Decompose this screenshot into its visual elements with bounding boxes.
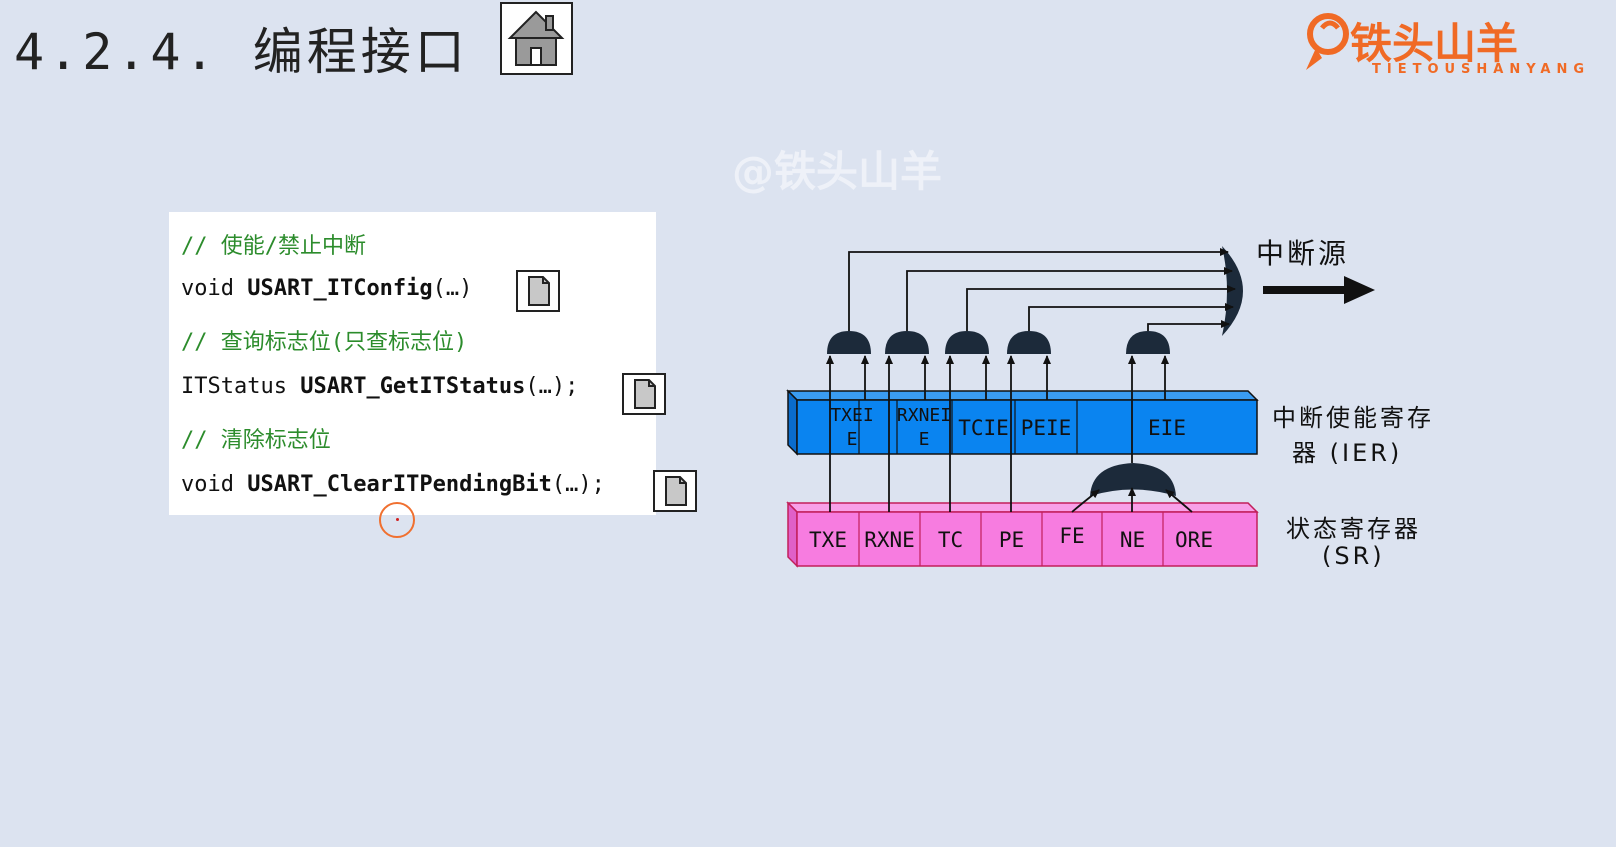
document-icon bbox=[634, 379, 656, 409]
sr-cell-fe: FE bbox=[1059, 524, 1085, 548]
output-arrow bbox=[1263, 276, 1375, 304]
document-icon bbox=[665, 476, 687, 506]
func-get-status: USART_GetITStatus bbox=[300, 374, 526, 399]
doc-button-it-config[interactable] bbox=[516, 270, 560, 312]
goat-logo-icon bbox=[1306, 13, 1349, 70]
sr-cell-tc: TC bbox=[937, 528, 964, 552]
code-clear-pending: void USART_ClearITPendingBit(…); bbox=[181, 472, 605, 497]
sr-cell-ore: ORE bbox=[1175, 528, 1213, 552]
func-clear-pending: USART_ClearITPendingBit bbox=[247, 472, 552, 497]
page-title: 4.2.4. 编程接口 bbox=[14, 23, 469, 81]
sr-cell-rxne: RXNE bbox=[864, 528, 915, 552]
mouse-cursor-indicator bbox=[379, 502, 415, 538]
sr-cell-ne: NE bbox=[1119, 528, 1146, 552]
home-icon bbox=[507, 10, 565, 66]
code-it-config: void USART_ITConfig(…) bbox=[181, 276, 472, 301]
doc-button-clear-pending[interactable] bbox=[653, 470, 697, 512]
and-gates bbox=[827, 331, 1170, 354]
ier-cell-tcie: TCIE bbox=[958, 416, 1009, 440]
comment-enable: // 使能/禁止中断 bbox=[181, 234, 366, 259]
brand-logo: 铁头山羊 TIETOUSHANYANG bbox=[1302, 8, 1602, 80]
sr-cell-pe: PE bbox=[998, 528, 1025, 552]
sr-label-line2: (SR) bbox=[1322, 542, 1385, 570]
code-keyword: void bbox=[181, 276, 248, 301]
comment-query: // 查询标志位(只查标志位) bbox=[181, 330, 468, 355]
code-type: ITStatus bbox=[181, 374, 301, 399]
code-args: (…) bbox=[432, 276, 473, 301]
document-icon bbox=[528, 276, 550, 306]
brand-name: 铁头山羊 bbox=[1350, 19, 1519, 68]
sr-label-line1: 状态寄存器 bbox=[1286, 515, 1421, 543]
ier-label-line2: 器 (IER) bbox=[1292, 439, 1403, 467]
code-panel: // 使能/禁止中断 void USART_ITConfig(…) // 查询标… bbox=[169, 212, 656, 515]
code-get-status: ITStatus USART_GetITStatus(…); bbox=[181, 374, 578, 399]
code-args: (…); bbox=[525, 374, 579, 399]
sr-cell-txe: TXE bbox=[809, 528, 847, 552]
comment-clear: // 清除标志位 bbox=[181, 428, 331, 453]
home-button[interactable] bbox=[500, 2, 573, 75]
or-gate-error bbox=[1090, 463, 1176, 496]
code-args: (…); bbox=[551, 472, 605, 497]
ier-cell-eie: EIE bbox=[1148, 416, 1186, 440]
ier-cell-peie: PEIE bbox=[1020, 416, 1072, 440]
brand-subtitle: TIETOUSHANYANG bbox=[1372, 62, 1591, 77]
func-it-config: USART_ITConfig bbox=[247, 276, 433, 301]
watermark: @铁头山羊 bbox=[732, 147, 943, 196]
code-keyword: void bbox=[181, 472, 248, 497]
or-gate-output bbox=[1222, 246, 1243, 336]
doc-button-get-status[interactable] bbox=[622, 373, 666, 415]
interrupt-source-label: 中断源 bbox=[1256, 237, 1350, 270]
ier-label-line1: 中断使能寄存 bbox=[1272, 404, 1434, 432]
